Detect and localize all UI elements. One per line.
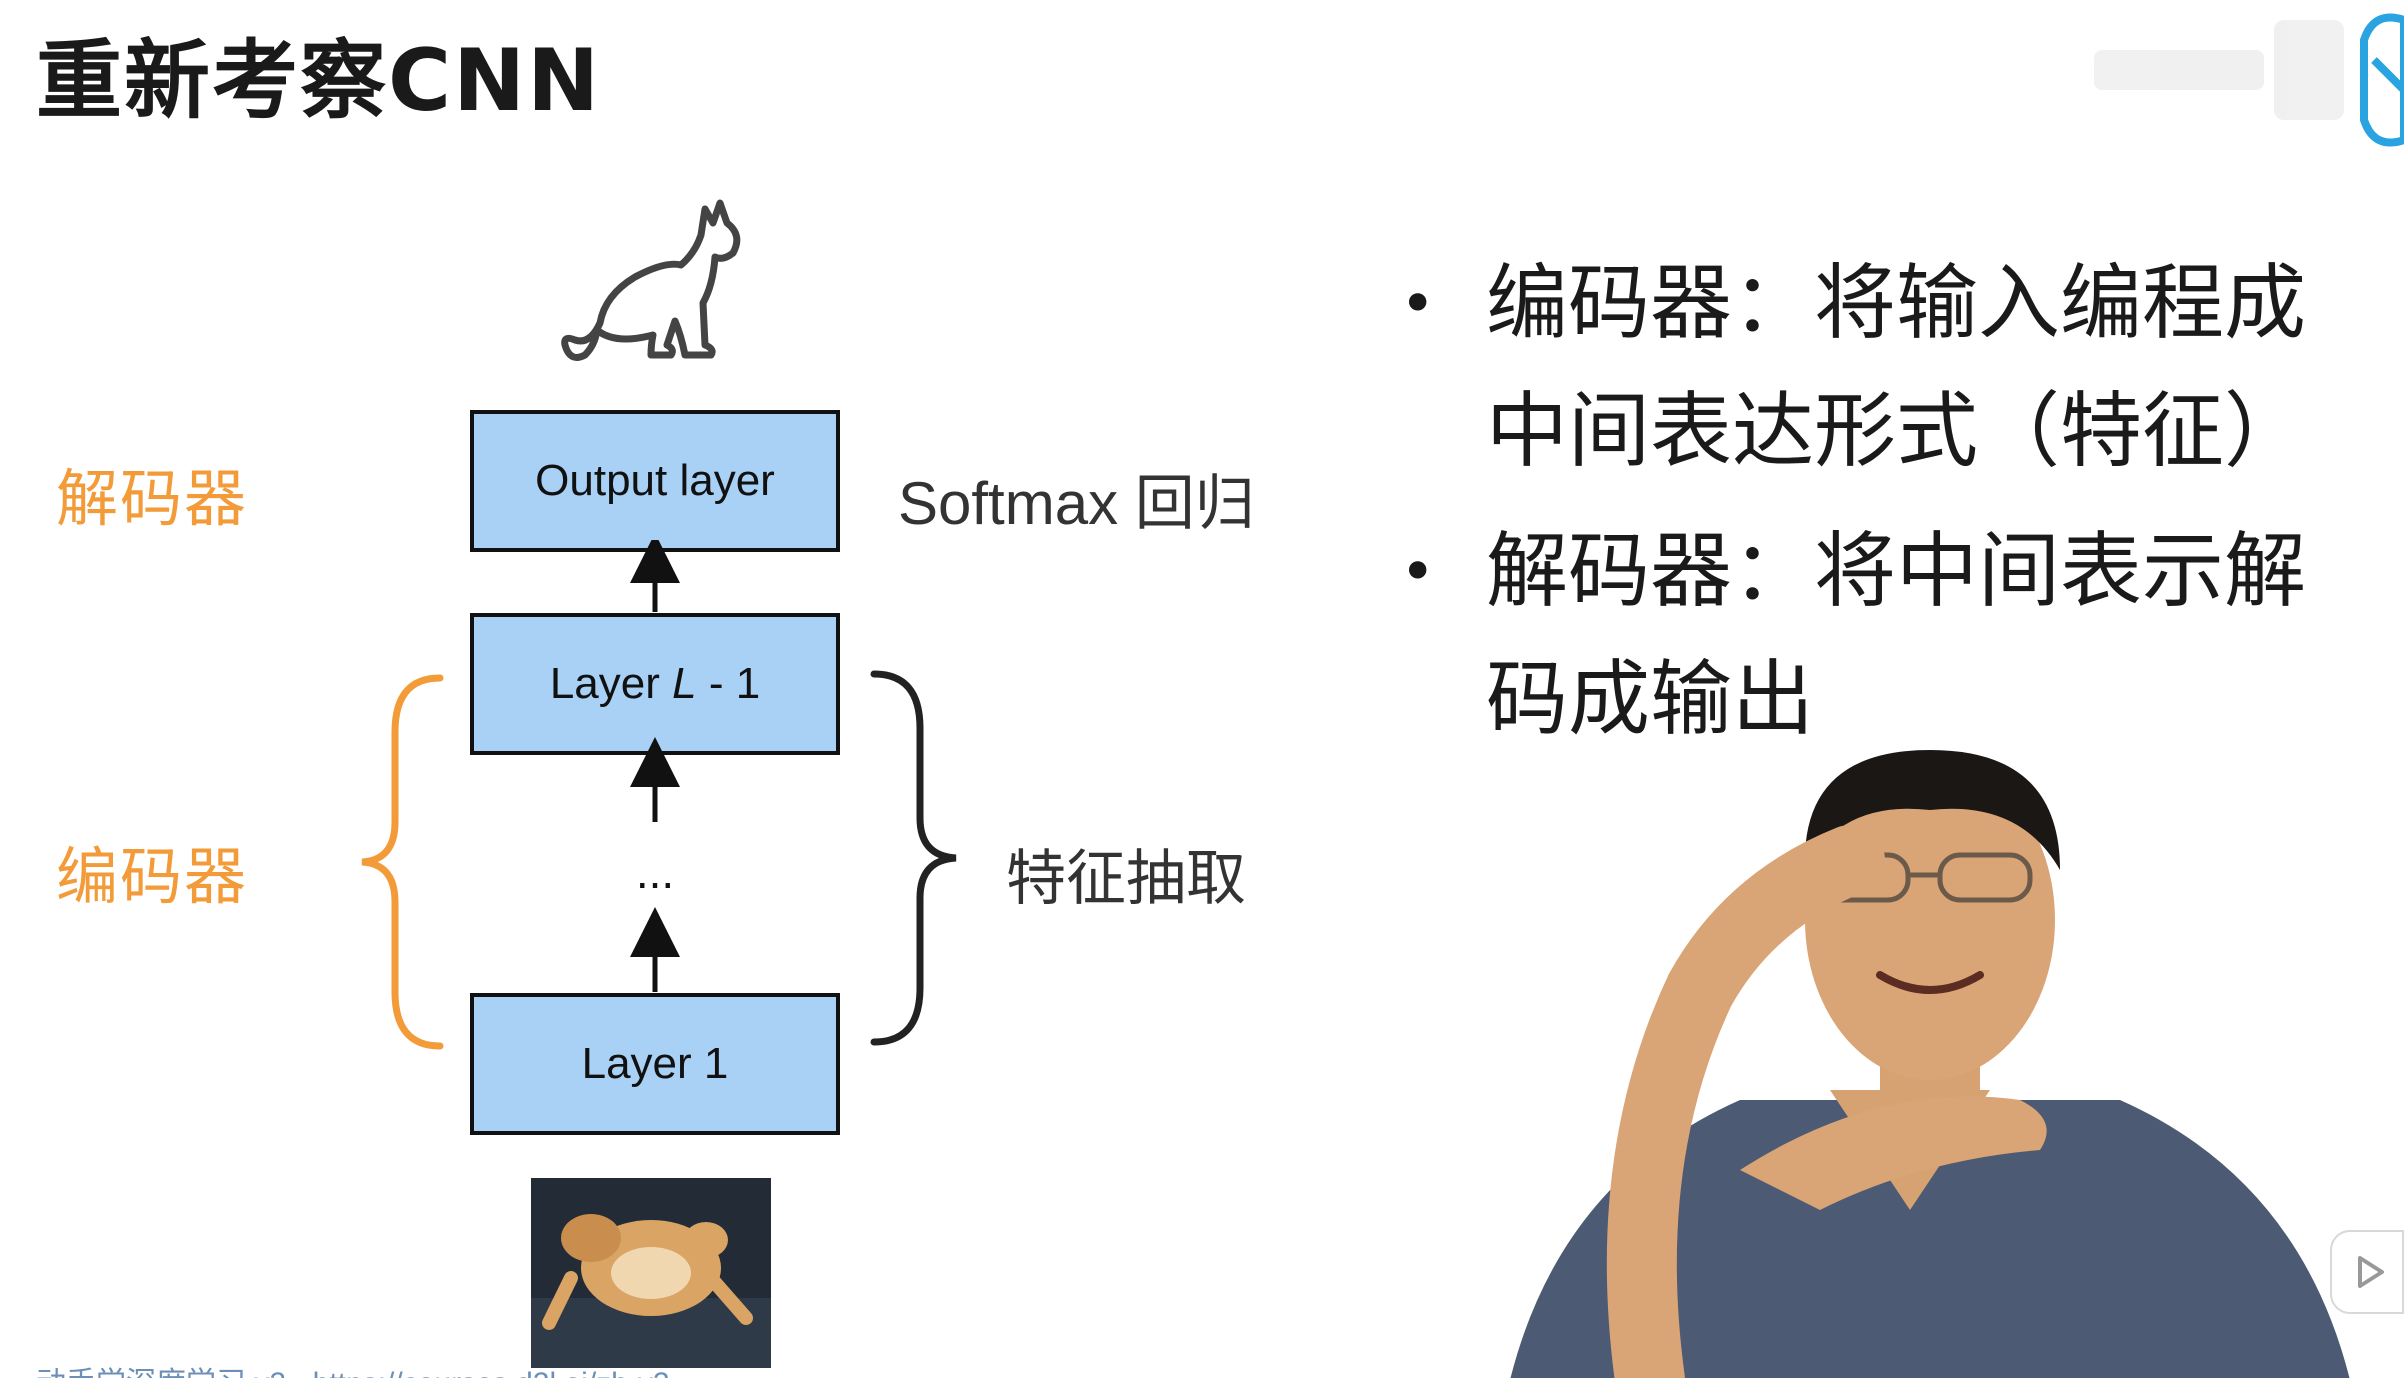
cat-icon [555, 195, 755, 365]
bullet-text: 编码器：将输入编程成中间表达形式（特征） [1440, 240, 2380, 496]
bullet-dot-icon: • [1400, 240, 1435, 368]
layer-1-label: Layer 1 [582, 1039, 729, 1089]
layer-1-box: Layer 1 [470, 993, 840, 1135]
play-button[interactable] [2330, 1230, 2404, 1314]
bullet-text: 解码器：将中间表示解码成输出 [1440, 508, 2380, 764]
output-layer-label: Output layer [535, 456, 775, 506]
footer-caption: 动手学深度学习 v2 · https://courses.d2l.ai/zh-v… [36, 1358, 670, 1378]
feature-extraction-label: 特征抽取 [1006, 830, 1246, 917]
bullet-dot-icon: • [1400, 508, 1435, 636]
decoder-label: 解码器 [56, 448, 248, 538]
softmax-label: Softmax 回归 [898, 455, 1255, 542]
bilibili-watermark-icon [2074, 0, 2404, 150]
feature-brace-icon [868, 668, 968, 1048]
encoder-brace-icon [350, 672, 450, 1052]
presenter-image [1500, 740, 2360, 1378]
encoder-label: 编码器 [56, 826, 248, 916]
bullet-item-encoder: • 编码器：将输入编程成中间表达形式（特征） [1394, 240, 2380, 496]
layer-l-minus-1-suffix: - 1 [697, 659, 761, 708]
slide-title: 重新考察CNN [36, 38, 601, 124]
output-layer-box: Output layer [470, 410, 840, 552]
bullet-list: • 编码器：将输入编程成中间表达形式（特征） • 解码器：将中间表示解码成输出 [1440, 240, 2380, 764]
bullet-item-decoder: • 解码器：将中间表示解码成输出 [1394, 508, 2380, 764]
cat-photo [531, 1178, 771, 1368]
play-icon [2332, 1232, 2402, 1312]
diagram-arrows [620, 540, 690, 1000]
cat-photo-image [531, 1178, 771, 1368]
